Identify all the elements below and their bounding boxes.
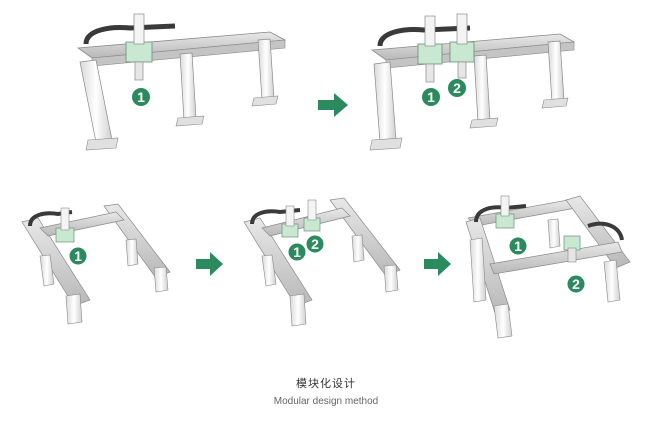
right-arrow-icon (318, 93, 348, 117)
right-arrow-icon (424, 252, 451, 276)
svg-text:1: 1 (427, 89, 435, 105)
svg-text:1: 1 (137, 89, 145, 105)
module-badge-2: 2 (567, 275, 585, 293)
module-badge-1: 1 (422, 88, 440, 106)
svg-text:2: 2 (311, 236, 319, 252)
gantry-bottom-xy (465, 195, 631, 339)
module-badge-1: 1 (288, 243, 306, 261)
module-badge-1: 1 (132, 88, 150, 106)
right-arrow-icon (196, 252, 223, 276)
module-badge-1: 1 (69, 247, 87, 265)
gantry-top-double (369, 13, 576, 151)
svg-text:1: 1 (74, 248, 82, 264)
svg-text:2: 2 (572, 276, 580, 292)
svg-text:1: 1 (514, 238, 522, 254)
svg-text:2: 2 (453, 80, 461, 96)
gantry-top-single (76, 13, 287, 151)
module-badge-1: 1 (509, 237, 527, 255)
gantry-bottom-double (243, 197, 401, 327)
caption-chinese: 模块化设计 (296, 377, 356, 390)
module-badge-2: 2 (448, 79, 466, 97)
module-badge-2: 2 (306, 235, 324, 253)
gantry-bottom-single (21, 203, 171, 325)
caption-english: Modular design method (273, 396, 379, 407)
svg-text:1: 1 (293, 244, 301, 260)
